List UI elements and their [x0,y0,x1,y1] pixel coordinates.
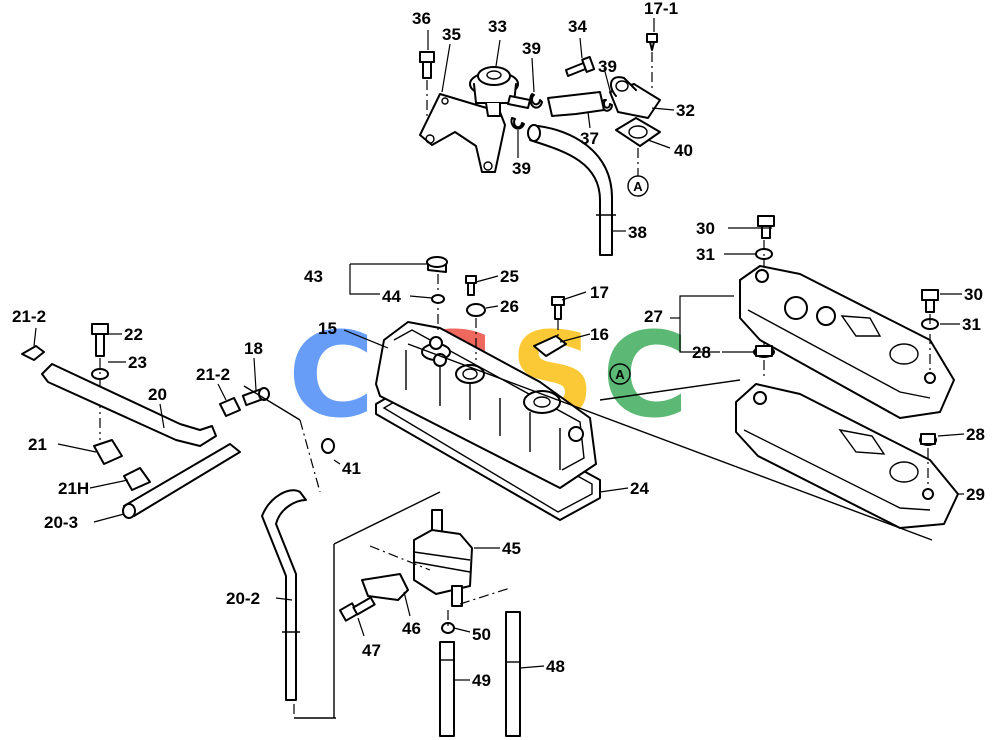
callout-31b: 31 [962,315,981,334]
callout-22: 22 [124,325,143,344]
left-hoses [21,323,336,719]
bolt-17-1 [646,33,658,51]
callout-44: 44 [382,287,401,306]
fitting-18 [241,387,270,407]
callout-20: 20 [148,385,167,404]
callout-40: 40 [674,141,693,160]
hose-20 [41,363,217,447]
callout-43: 43 [304,267,323,286]
watermark-letter-c1: C [288,306,375,444]
callout-28b: 28 [966,425,985,444]
callout-21: 21 [28,435,47,454]
clip-21-2b [219,397,241,417]
valve-cover-15 [375,321,597,489]
callout-46: 46 [402,619,421,638]
callout-26: 26 [500,297,519,316]
callout-25: 25 [500,267,519,286]
bolt-17 [551,296,565,320]
reference-mark-a-upper: A [627,175,649,197]
plug-41 [321,438,335,454]
callout-28a: 28 [692,343,711,362]
watermark-letter-c2: C [602,306,689,444]
hose-38 [529,125,613,256]
clamp-21 [93,439,123,465]
breather-assembly [419,33,661,256]
callout-38: 38 [628,223,647,242]
bolt-25 [465,275,477,296]
callout-39a: 39 [522,39,541,58]
grommet-28b [919,433,937,446]
oil-separator-assembly [333,491,521,737]
clamp-39c [510,117,525,130]
bolt-22 [91,323,109,357]
grommet-28a [753,345,775,358]
callout-labels: 36 35 33 39 34 17-1 39 32 37 39 40 38 43… [12,0,985,690]
callout-27: 27 [644,307,663,326]
bracket-35 [419,93,506,173]
o-ring-44 [431,294,445,304]
bolt-36 [419,51,435,79]
bracket-16 [533,335,567,357]
callout-37: 37 [580,129,599,148]
breather-valve-33 [469,66,531,117]
callout-21h: 21H [58,479,89,498]
pipe-49 [439,641,455,737]
callout-29: 29 [966,485,985,504]
callout-35: 35 [442,25,461,44]
seal-26 [466,303,486,317]
clamp-39a [529,93,543,109]
oil-cap-43 [426,256,448,273]
gasket-40 [615,117,661,147]
bolt-30a [757,215,775,239]
side-cover-29 [735,383,959,529]
callout-17-1: 17-1 [644,0,678,18]
callout-23: 23 [128,353,147,372]
callout-21-2a: 21-2 [12,307,46,326]
callout-39c: 39 [512,159,531,178]
callout-24: 24 [630,479,649,498]
separator-45 [413,509,473,607]
bolt-30b [921,289,939,313]
callout-33: 33 [488,17,507,36]
svg-text:A: A [615,367,625,382]
callout-20-3: 20-3 [44,513,78,532]
clamp-21h [123,467,151,491]
side-covers [407,215,959,541]
svg-text:A: A [633,179,643,194]
callout-30a: 30 [696,219,715,238]
callout-20-2: 20-2 [226,589,260,608]
callout-34: 34 [568,17,587,36]
hose-48 [505,611,521,737]
callout-17: 17 [590,283,609,302]
bolt-47 [338,596,376,622]
elbow-cover-32 [609,76,661,119]
clip-21-2a [21,345,45,361]
callout-30b: 30 [964,285,983,304]
valve-cover-assembly [321,256,601,521]
callout-36: 36 [412,9,431,28]
hose-20-2 [261,489,307,701]
hose-37 [547,91,605,117]
callout-49: 49 [472,671,491,690]
callout-47: 47 [362,641,381,660]
callout-18: 18 [244,339,263,358]
callout-15: 15 [318,319,337,338]
reference-mark-a-middle: A [609,363,631,385]
callout-50: 50 [472,625,491,644]
callout-39b: 39 [598,57,617,76]
callout-48: 48 [546,657,565,676]
leader-lines [33,18,965,681]
bolt-34 [565,55,596,77]
callout-32: 32 [676,101,695,120]
callout-41: 41 [342,459,361,478]
callout-45: 45 [502,539,521,558]
callout-16: 16 [590,325,609,344]
bracket-46 [361,573,409,601]
callout-21-2b: 21-2 [196,365,230,384]
callout-31a: 31 [696,245,715,264]
